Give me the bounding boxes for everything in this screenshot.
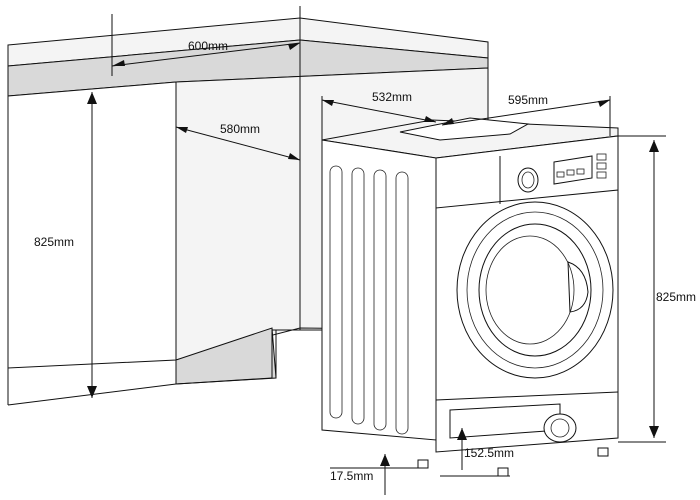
label-machine-width: 595mm — [508, 93, 548, 107]
label-cabinet-width: 600mm — [188, 39, 228, 53]
label-cabinet-height: 825mm — [34, 235, 74, 249]
foot-icon — [417, 459, 429, 469]
door-glass-icon — [478, 223, 592, 357]
label-machine-depth: 532mm — [372, 90, 412, 104]
side-vents — [329, 165, 409, 435]
program-dial-icon — [517, 167, 539, 193]
door-handle-icon — [567, 261, 589, 313]
button-icon — [596, 153, 607, 161]
label-cabinet-depth: 580mm — [220, 122, 260, 136]
label-machine-height: 825mm — [656, 290, 696, 304]
dimension-lines — [87, 6, 666, 495]
label-foot-height: 17.5mm — [330, 469, 373, 483]
filter-cover-icon — [543, 413, 577, 443]
washing-machine — [321, 117, 619, 477]
detergent-opening — [399, 117, 530, 141]
label-plinth-height: 152.5mm — [464, 446, 514, 460]
machine-side — [321, 139, 437, 441]
